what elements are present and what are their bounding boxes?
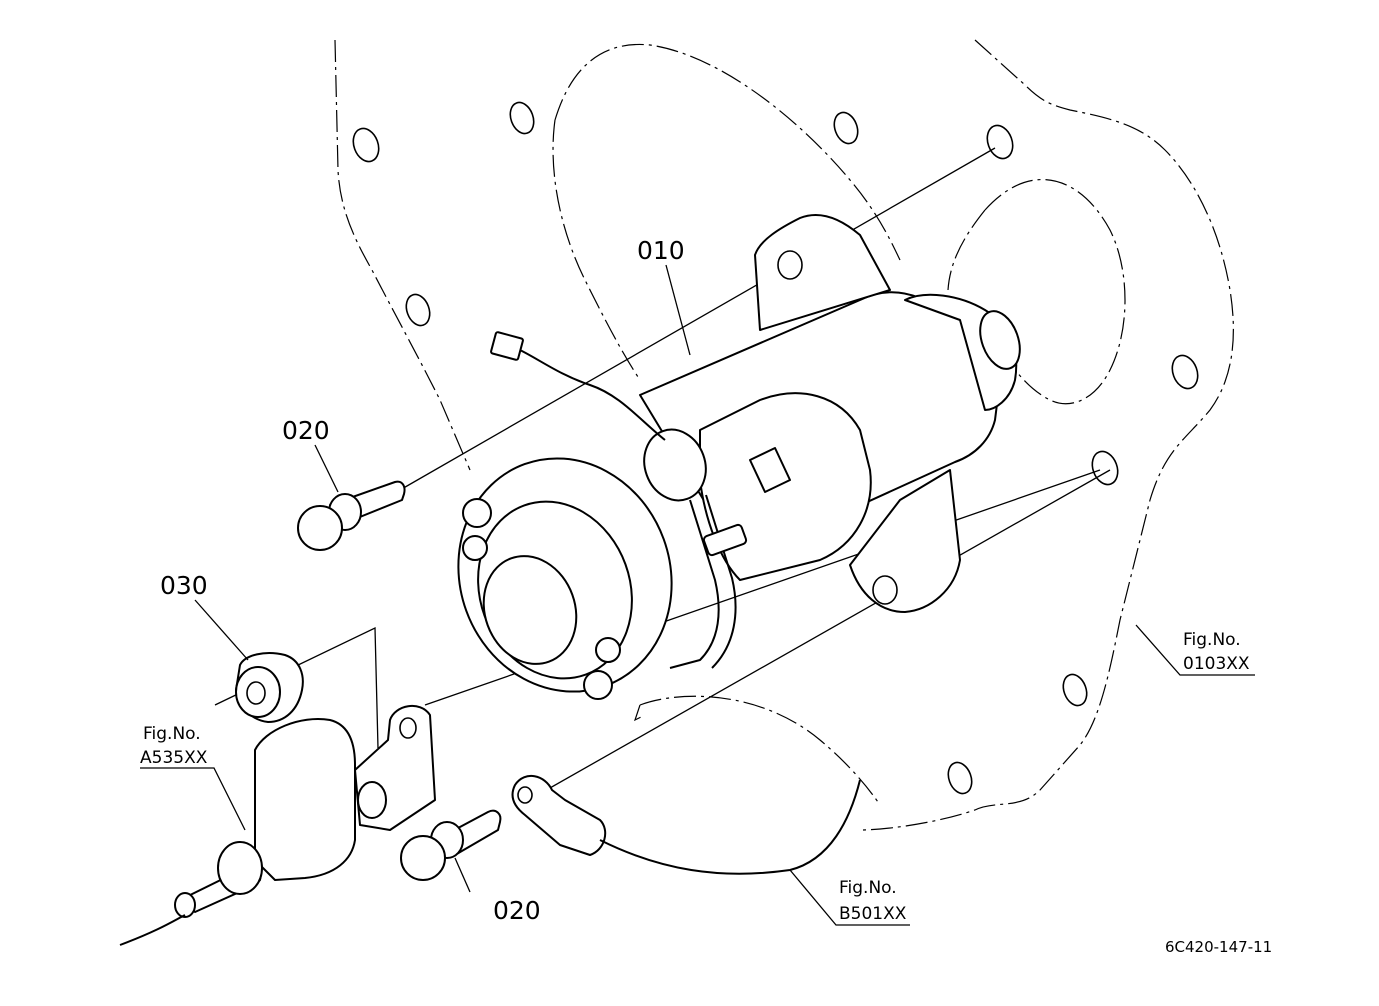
- fig-ref-a535-label: Fig.No.: [143, 724, 201, 744]
- terminal-hole: [517, 786, 533, 804]
- flange-hole: [872, 575, 898, 605]
- housing-hole: [509, 101, 535, 135]
- ground-cable: [511, 775, 861, 875]
- callout-020-top: 020: [282, 416, 330, 445]
- assembly-lines: [214, 147, 1111, 806]
- bracket-hole: [399, 717, 417, 739]
- callout-020-bottom: 020: [493, 896, 541, 925]
- bracket: [119, 705, 436, 946]
- housing-holes: [352, 101, 1199, 795]
- leader-lines: [140, 264, 1255, 926]
- housing-hole: [1062, 673, 1088, 707]
- starter-motor: [457, 213, 1021, 700]
- drawing-code: 6C420-147-11: [1165, 938, 1272, 956]
- flange-hole: [777, 250, 803, 280]
- bolt-020-bottom: [400, 809, 502, 881]
- callout-030: 030: [160, 571, 208, 600]
- bolt-020-top: [297, 480, 406, 551]
- callout-010: 010: [637, 236, 685, 265]
- fig-ref-0103-label: Fig.No.: [1183, 630, 1241, 650]
- housing-hole: [1091, 450, 1119, 486]
- fig-ref-b501-label: Fig.No.: [839, 878, 897, 898]
- housing-hole: [986, 124, 1014, 160]
- housing-hole: [352, 127, 380, 163]
- housing-hole: [1171, 354, 1199, 390]
- nut-030: [235, 652, 304, 723]
- fig-ref-b501-number: B501XX: [839, 904, 907, 924]
- housing-hole: [833, 111, 859, 145]
- housing-hole: [947, 761, 973, 795]
- fig-ref-a535-number: A535XX: [140, 748, 208, 768]
- fig-ref-0103-number: 0103XX: [1183, 654, 1250, 674]
- housing-hole: [405, 293, 431, 327]
